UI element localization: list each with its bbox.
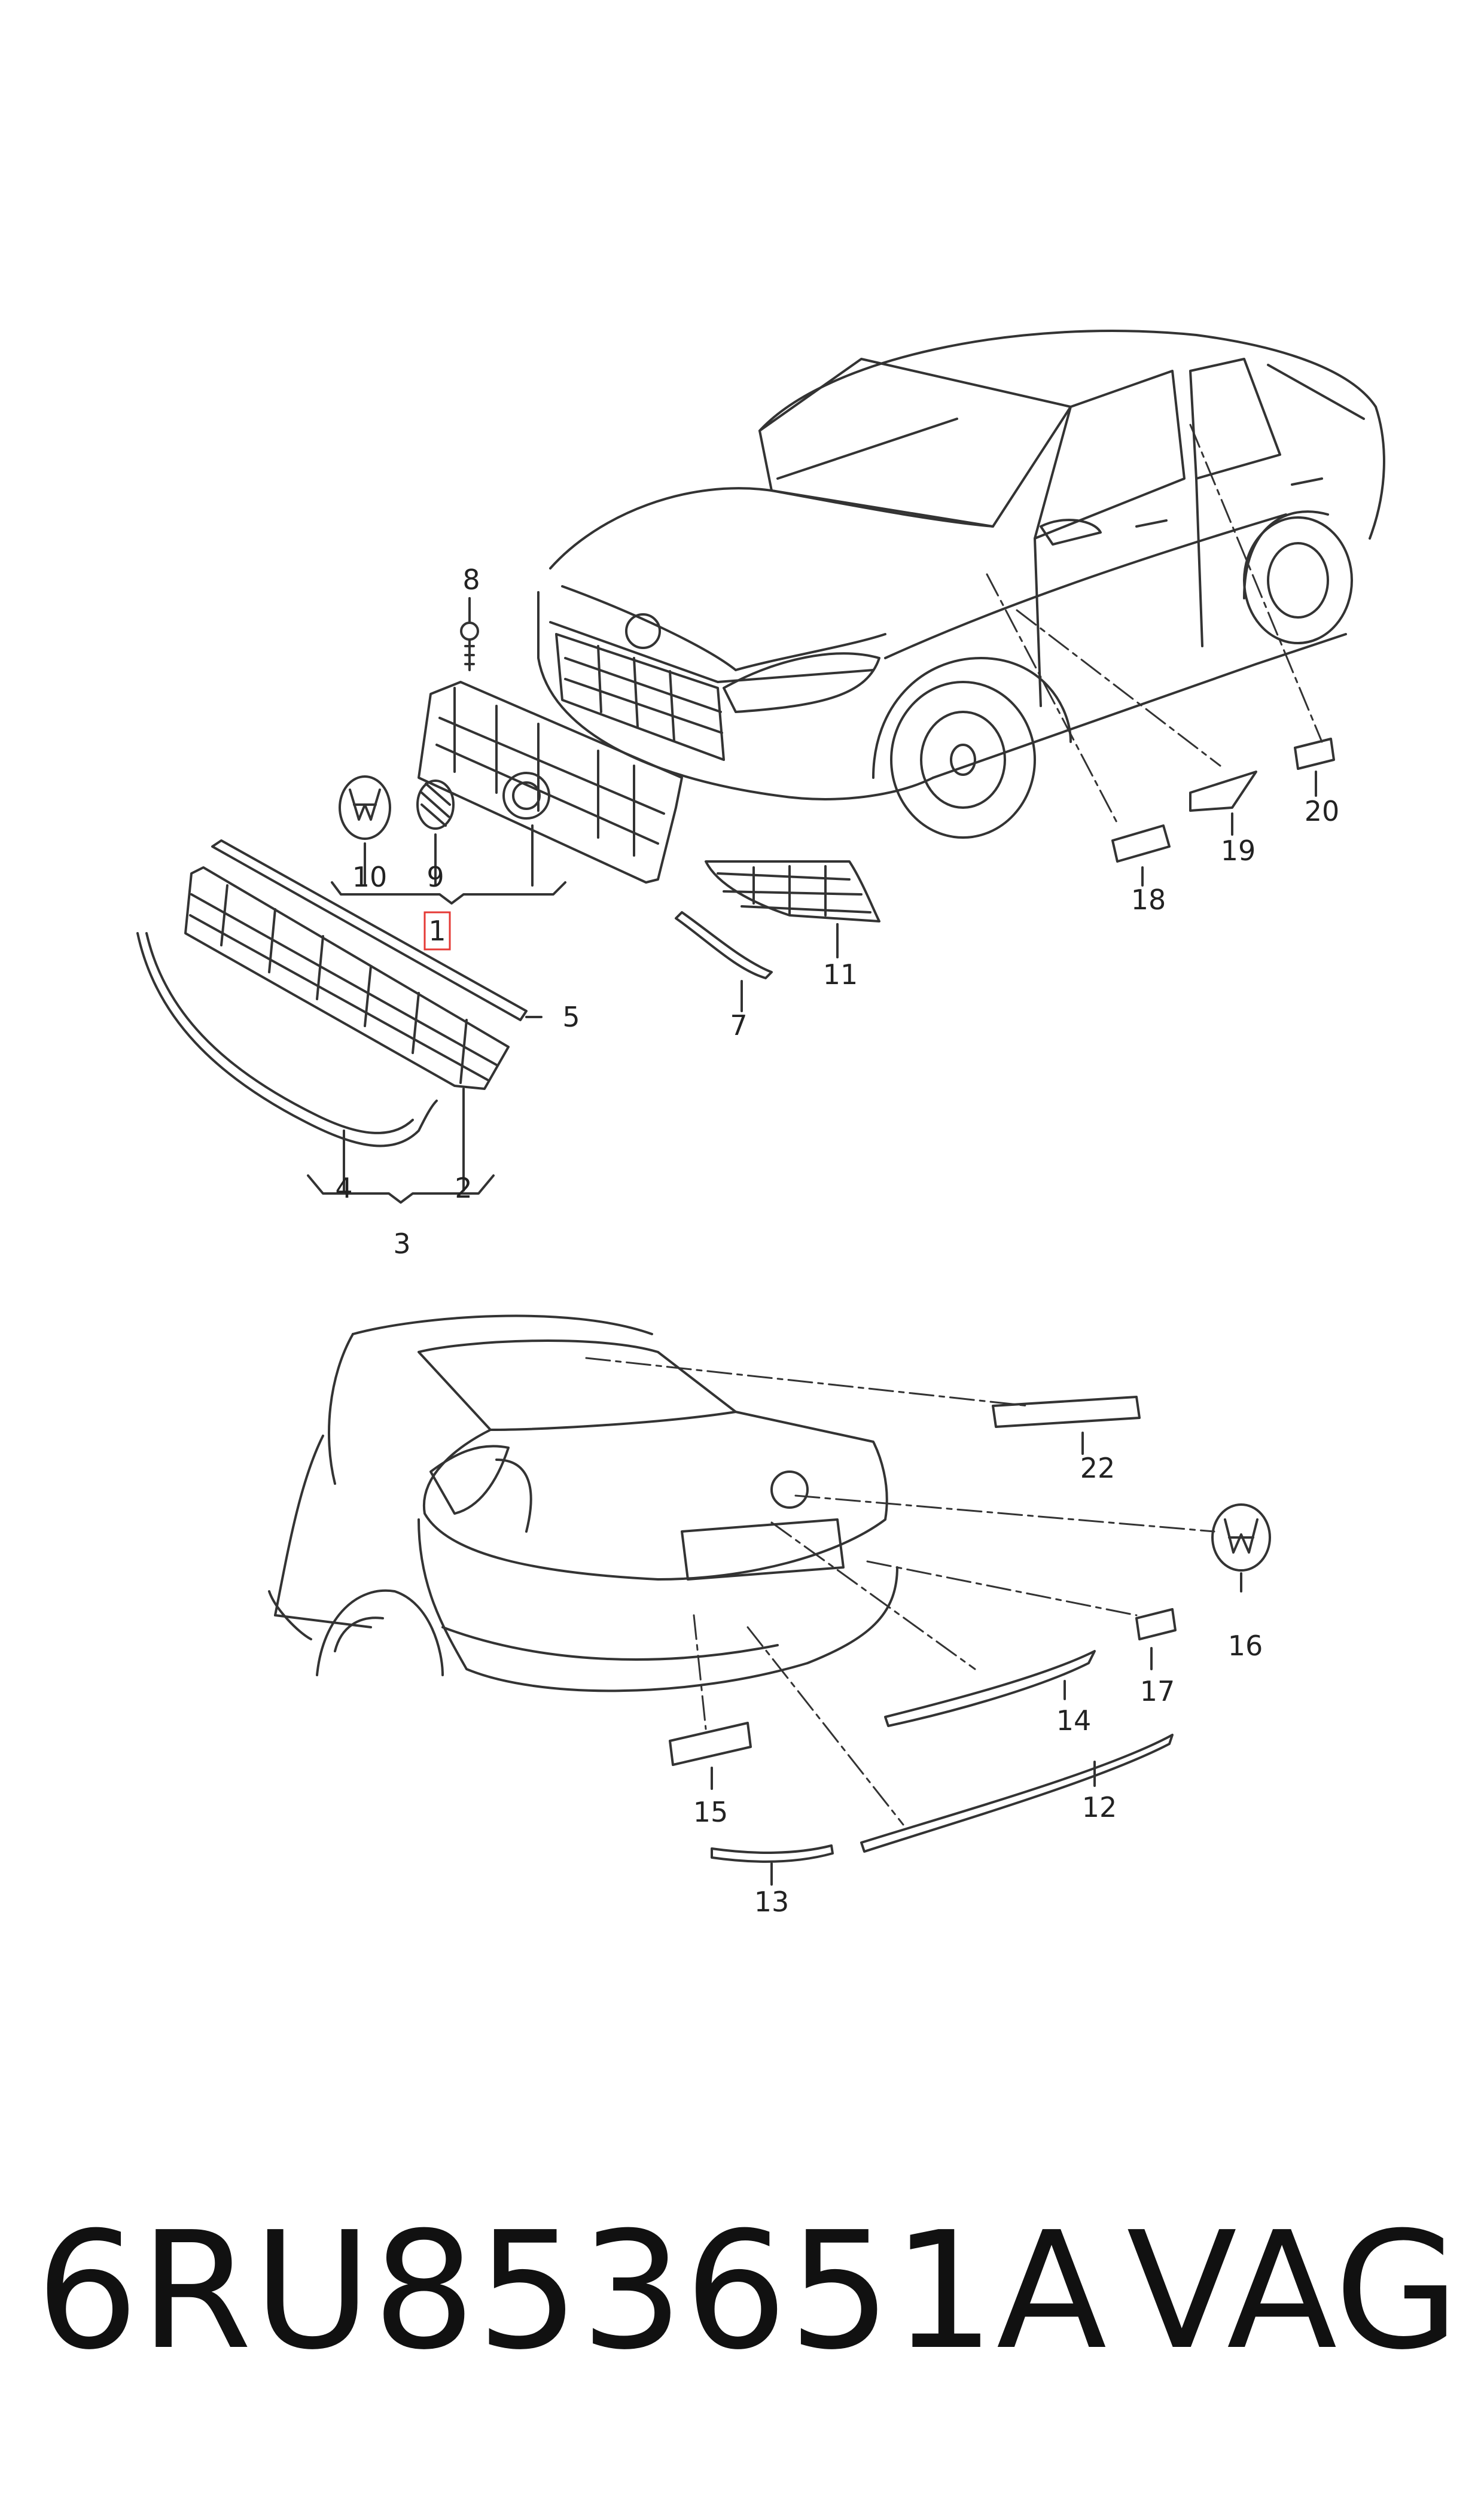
- lower-trim-part-4: [136, 932, 438, 1147]
- callout-3: 3: [393, 1228, 410, 1260]
- callout-7: 7: [730, 1009, 747, 1042]
- callout-2: 2: [455, 1172, 472, 1204]
- sticker-part-15: [669, 1722, 752, 1790]
- vw-badge-part-10: [339, 775, 391, 840]
- sticker-part-17: [1135, 1608, 1177, 1670]
- emblem-carrier-part-9: [416, 780, 455, 830]
- fog-grille-part-11: [705, 860, 880, 958]
- sticker-part-20: [1294, 738, 1335, 797]
- chrome-strip-part-14: [884, 1650, 1096, 1727]
- sticker-part-18: [1111, 824, 1171, 887]
- callout-18: 18: [1131, 884, 1166, 916]
- bracket-group-1: [331, 881, 566, 905]
- callout-1-highlight: [423, 911, 451, 951]
- callout-16: 16: [1228, 1630, 1263, 1662]
- spoiler-strip-part-22: [992, 1396, 1141, 1455]
- footer: 6RU853651A VAG: [36, 2202, 1459, 2381]
- trim-part-7: [675, 911, 773, 1012]
- sticker-part-19: [1189, 771, 1257, 836]
- callout-17: 17: [1140, 1675, 1175, 1707]
- callout-12: 12: [1082, 1791, 1117, 1823]
- brand-label: VAG: [1126, 2197, 1459, 2385]
- callout-4: 4: [335, 1172, 352, 1204]
- upper-grille-part: [418, 681, 683, 884]
- callout-14: 14: [1056, 1704, 1092, 1737]
- lower-grille-part-2: [184, 866, 510, 1090]
- callout-1: 1: [428, 915, 446, 947]
- callout-10: 10: [352, 861, 388, 893]
- trim-strip-part-5: [211, 839, 543, 1021]
- screw-part: [460, 622, 479, 671]
- vw-badge-part-16: [1211, 1503, 1271, 1593]
- chrome-strip-part-12: [860, 1734, 1174, 1853]
- callout-5: 5: [562, 1001, 580, 1033]
- callout-13: 13: [754, 1886, 790, 1918]
- rear-car-illustration: [268, 1314, 898, 1692]
- callout-11: 11: [823, 958, 858, 991]
- bracket-group-3: [307, 1174, 495, 1204]
- callout-9: 9: [426, 861, 444, 893]
- callout-15: 15: [693, 1796, 729, 1828]
- callout-22: 22: [1080, 1452, 1116, 1484]
- callout-19: 19: [1221, 835, 1256, 867]
- callout-20: 20: [1305, 795, 1340, 827]
- part-number: 6RU853651A: [36, 2197, 1108, 2385]
- strip-part-13: [711, 1844, 834, 1886]
- callout-8: 8: [462, 564, 480, 596]
- front-car-illustration: [537, 330, 1385, 839]
